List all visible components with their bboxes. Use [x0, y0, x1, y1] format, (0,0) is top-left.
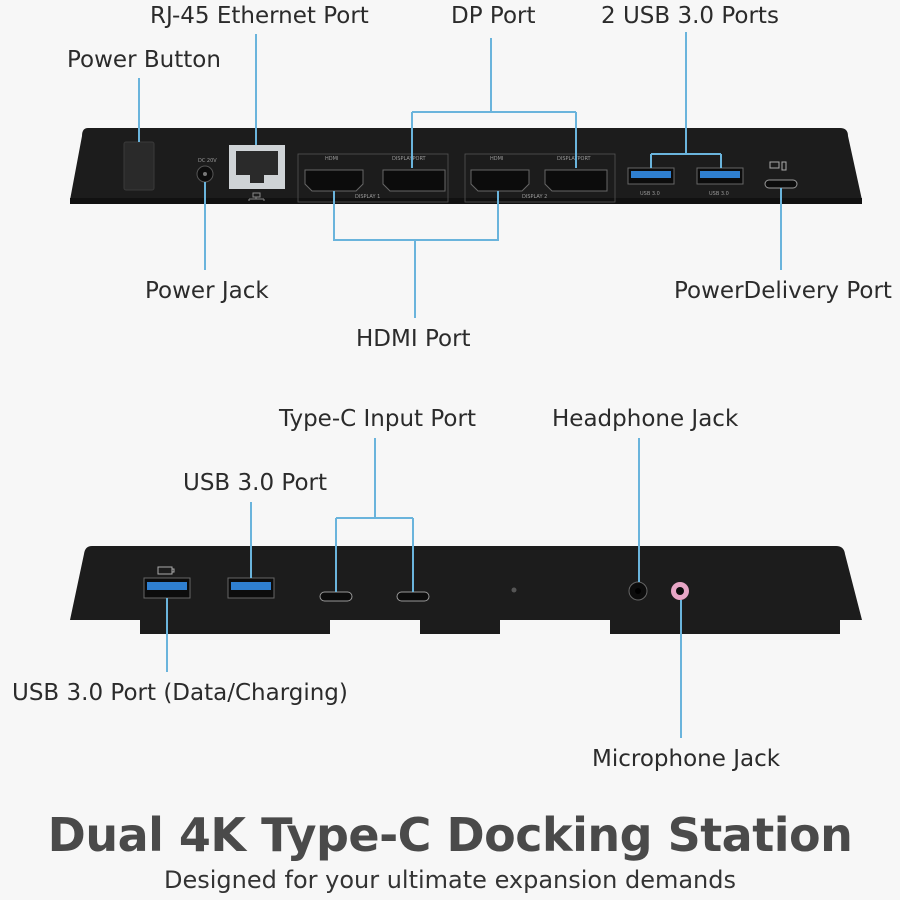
- type-c-line: [335, 438, 414, 592]
- usb-3-charging-port-label: USB 3.0 Port (Data/Charging): [12, 680, 348, 706]
- display1-outline: [297, 153, 449, 203]
- hdmi-port-label: HDMI Port: [356, 326, 471, 352]
- usb-c-port-icon: [396, 591, 430, 602]
- hdmi-marking-2: HDMI: [490, 156, 503, 162]
- rj45-ethernet-port-label: RJ-45 Ethernet Port: [150, 3, 369, 29]
- hdmi-port-icon: [304, 169, 364, 192]
- microphone-jack-label: Microphone Jack: [592, 746, 781, 772]
- usb-3-ports-label: 2 USB 3.0 Ports: [601, 3, 779, 29]
- power-delivery-port-label: PowerDelivery Port: [674, 278, 892, 304]
- dp-marking-2: DISPLAYPORT: [557, 156, 592, 162]
- display2-outline: [464, 153, 616, 203]
- headphone-jack-label: Headphone Jack: [552, 406, 739, 432]
- displayport-icon: [544, 169, 608, 192]
- usb2-line: [650, 32, 722, 168]
- battery-icon: [157, 566, 175, 575]
- callout-lines: [138, 32, 782, 738]
- displayport-icon: [382, 169, 446, 192]
- ethernet-port-icon: [229, 145, 285, 189]
- page-subtitle: Designed for your ultimate expansion dem…: [164, 866, 736, 894]
- display2-marking: DISPLAY 2: [522, 194, 547, 200]
- dp-line: [411, 38, 577, 168]
- hdmi-line: [333, 191, 499, 318]
- usb-c-port-icon: [764, 179, 798, 189]
- hdmi-port-icon: [470, 169, 530, 192]
- power-jack-label: Power Jack: [145, 278, 269, 304]
- dp-marking-1: DISPLAYPORT: [392, 156, 427, 162]
- page-title: Dual 4K Type-C Docking Station: [47, 808, 853, 862]
- network-icon: [248, 192, 265, 201]
- headphone-jack-icon: [628, 581, 648, 601]
- dc-marking: DC 20V: [198, 158, 217, 164]
- power-button-icon: [123, 141, 155, 191]
- led-indicator-icon: [511, 587, 517, 593]
- rear-device: DC 20V HDMI DISPLAYPORT DISPLAY 1 HDMI D…: [70, 128, 862, 204]
- laptop-charge-icon: [769, 161, 787, 171]
- type-c-input-port-label: Type-C Input Port: [279, 406, 476, 432]
- usb-port-icon: [143, 577, 191, 599]
- front-device: [70, 546, 862, 634]
- hdmi-marking-1: HDMI: [325, 156, 338, 162]
- microphone-jack-icon: [671, 582, 689, 600]
- usb-port-icon: [227, 577, 275, 599]
- usb30-marking-2: USB 3.0: [709, 191, 729, 197]
- power-button-label: Power Button: [67, 47, 221, 73]
- power-jack-icon: [196, 165, 214, 183]
- usb-3-port-label: USB 3.0 Port: [183, 470, 328, 496]
- dp-port-label: DP Port: [451, 3, 536, 29]
- usb-port-icon: [627, 167, 675, 185]
- usb-port-icon: [696, 167, 744, 185]
- usb30-marking-1: USB 3.0: [640, 191, 660, 197]
- usb-c-port-icon: [319, 591, 353, 602]
- display1-marking: DISPLAY 1: [355, 194, 380, 200]
